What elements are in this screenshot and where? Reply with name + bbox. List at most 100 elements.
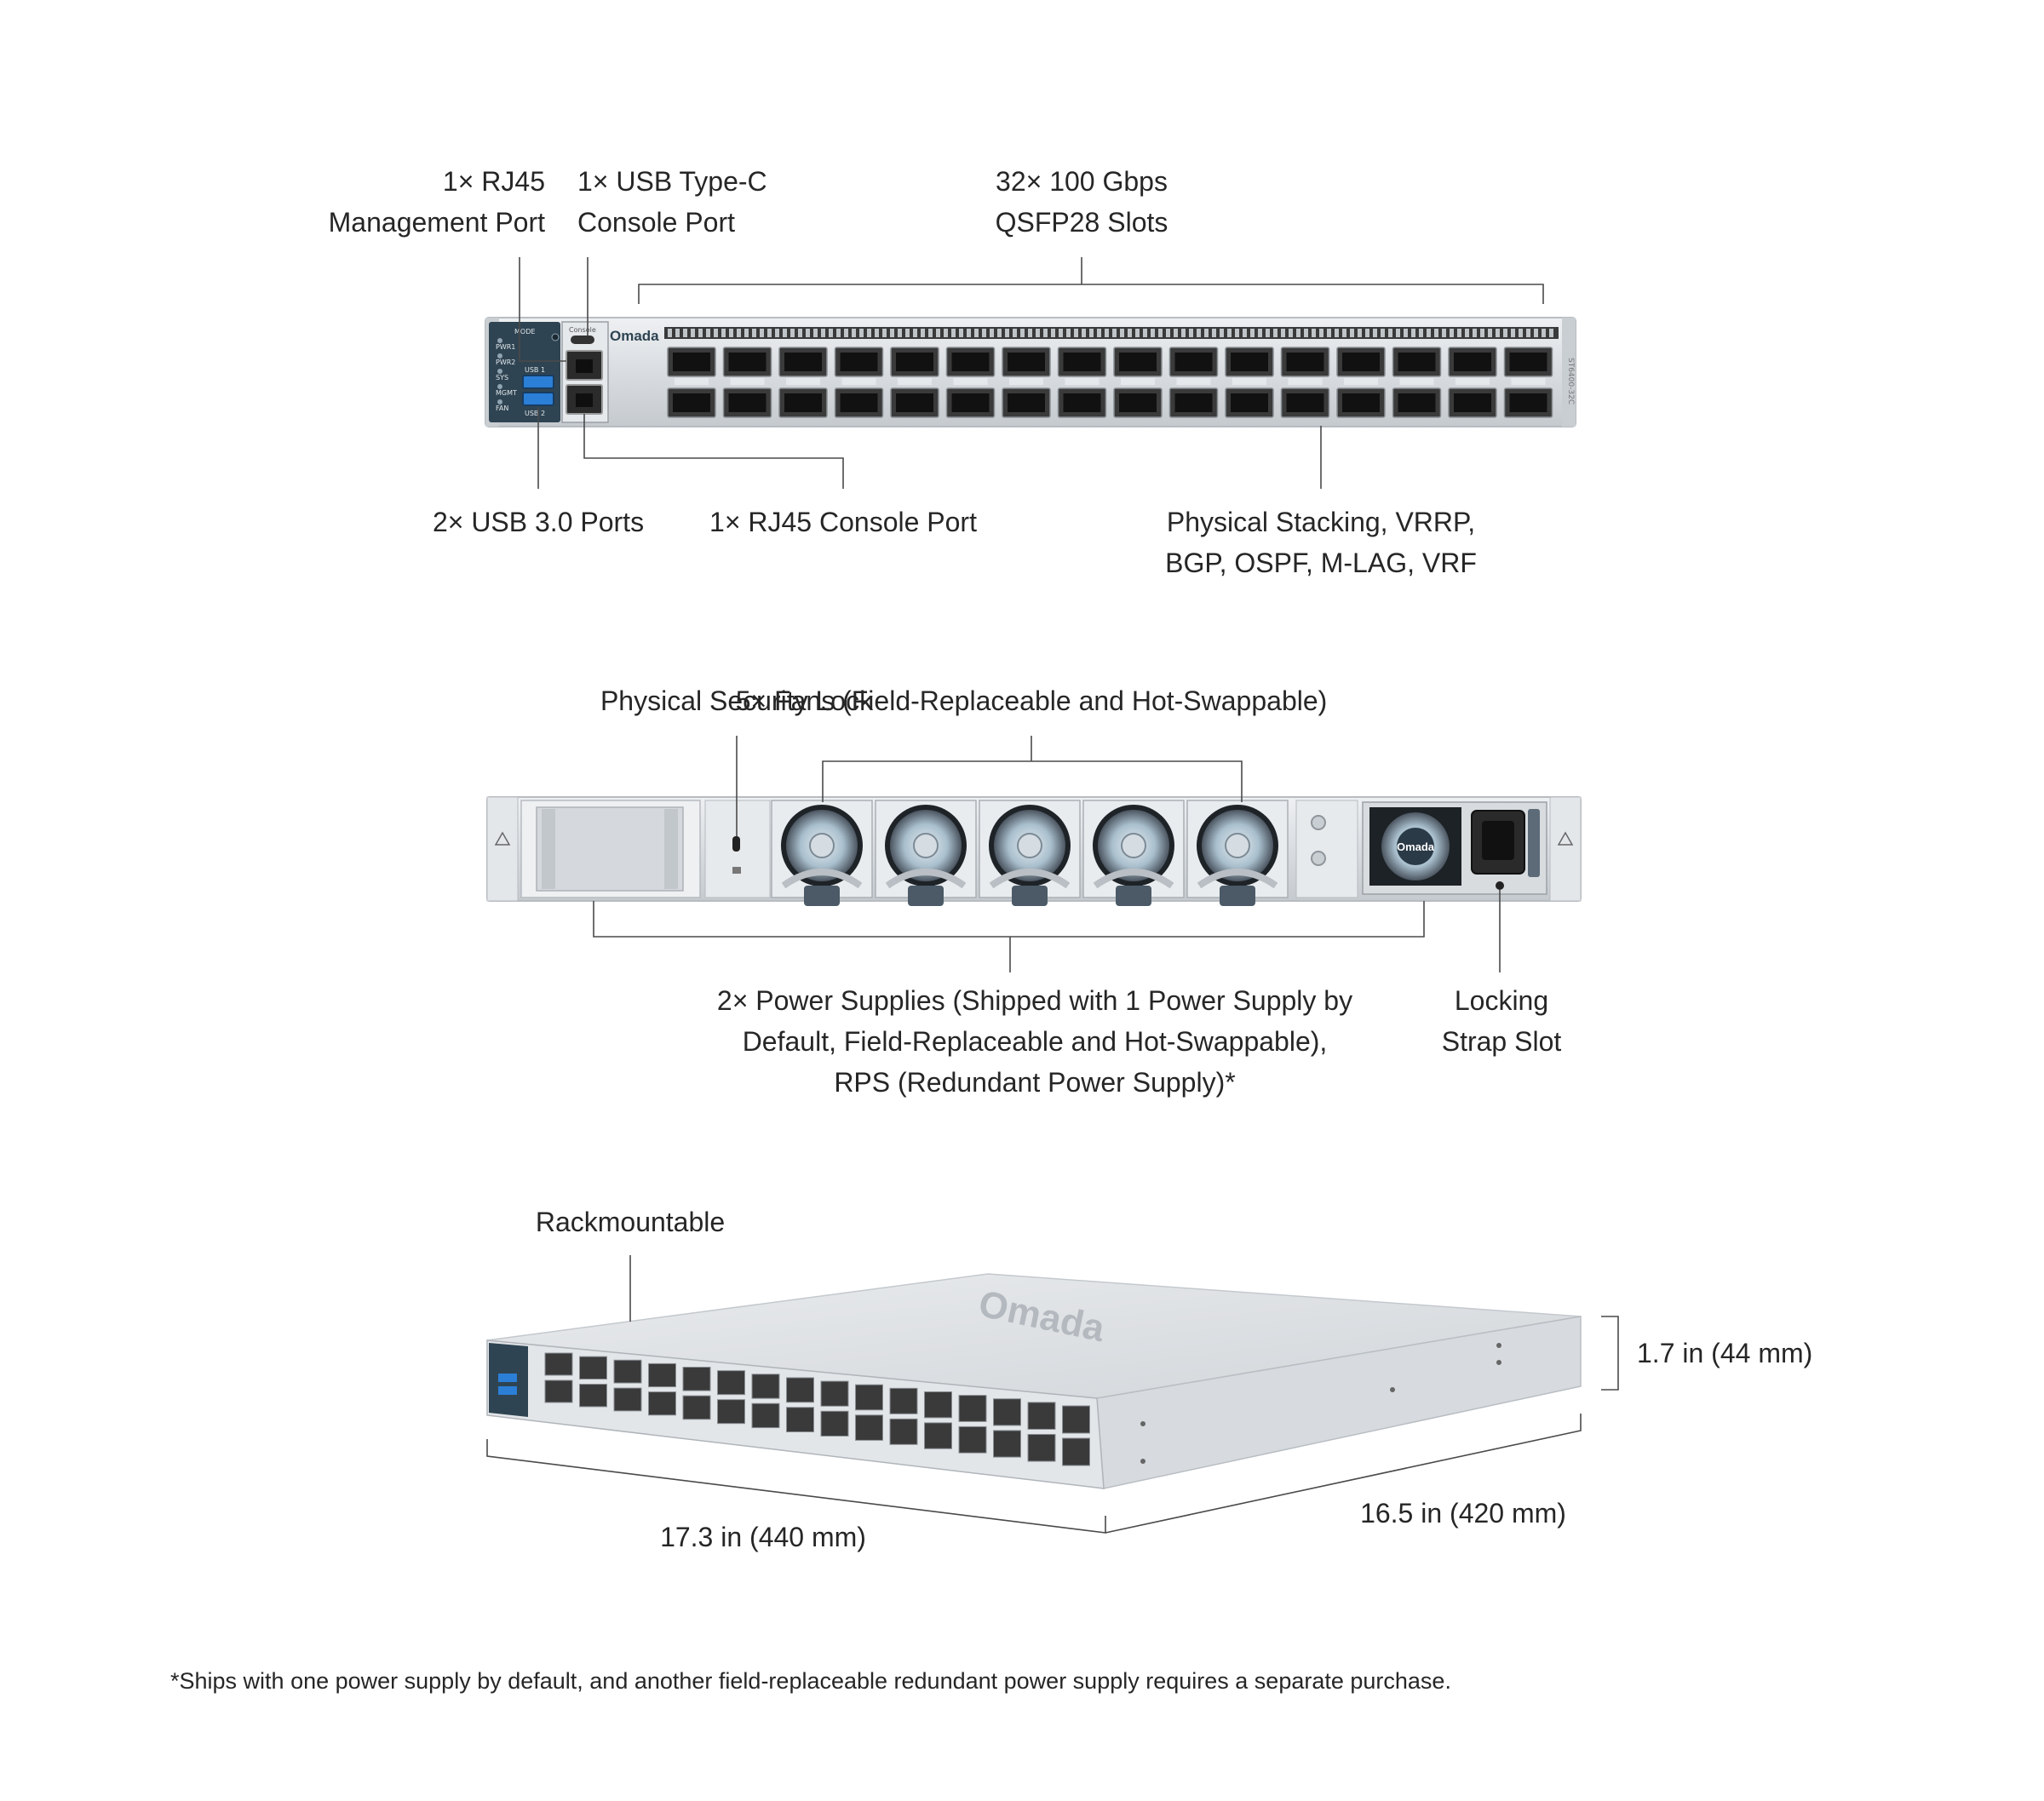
iso-usb-1[interactable] xyxy=(498,1374,517,1382)
iso-qsfp-slot[interactable] xyxy=(682,1367,711,1391)
fan-pull-tab[interactable] xyxy=(804,886,840,906)
iso-qsfp-slot[interactable] xyxy=(1062,1437,1090,1466)
dim-depth xyxy=(1105,1414,1582,1534)
iso-qsfp-slot[interactable] xyxy=(889,1418,918,1445)
vent-slit xyxy=(737,329,741,337)
rear-ear-left xyxy=(486,796,519,902)
iso-qsfp-slot[interactable] xyxy=(717,1370,745,1396)
fan-handle[interactable] xyxy=(1093,869,1174,889)
iso-qsfp-slot[interactable] xyxy=(751,1402,780,1429)
iso-qsfp-slot[interactable] xyxy=(648,1391,676,1416)
iso-qsfp-slot[interactable] xyxy=(958,1425,987,1454)
qsfp28-slot-cage xyxy=(728,353,766,371)
locking-strap-slot[interactable] xyxy=(1496,881,1504,890)
fan-hub xyxy=(1017,833,1042,858)
vent-slit xyxy=(1465,329,1469,337)
vent-slit xyxy=(1335,329,1339,337)
vent-slit xyxy=(790,329,795,337)
usb-port-1[interactable] xyxy=(522,375,554,389)
usbc-console-port[interactable] xyxy=(571,336,594,344)
mode-button[interactable] xyxy=(551,333,560,341)
iso-qsfp-slot[interactable] xyxy=(924,1391,952,1419)
iso-qsfp-slot[interactable] xyxy=(1062,1405,1090,1434)
vent-slit xyxy=(1542,329,1546,337)
label-power-line3: RPS (Redundant Power Supply)* xyxy=(834,1067,1235,1098)
fan-handle[interactable] xyxy=(1197,869,1278,889)
fan-handle[interactable] xyxy=(781,869,863,889)
fan-hub xyxy=(913,833,939,858)
iso-qsfp-slot[interactable] xyxy=(993,1430,1021,1458)
iso-usb-2[interactable] xyxy=(498,1386,517,1395)
fan-handle[interactable] xyxy=(989,869,1071,889)
vent-slit xyxy=(1089,329,1094,337)
iso-qsfp-slot[interactable] xyxy=(924,1422,952,1449)
qsfp28-slot-cage xyxy=(1342,353,1380,371)
vent-slit xyxy=(668,329,672,337)
vent-slit xyxy=(1381,329,1385,337)
iso-qsfp-slot[interactable] xyxy=(786,1407,814,1433)
iso-qsfp-slot[interactable] xyxy=(717,1399,745,1425)
iso-qsfp-slot[interactable] xyxy=(855,1414,883,1441)
qsfp28-slot-cage xyxy=(1454,393,1491,412)
dim-height xyxy=(1601,1316,1619,1391)
iso-qsfp-slot[interactable] xyxy=(889,1387,918,1414)
iso-qsfp-slot[interactable] xyxy=(579,1356,607,1380)
usb-port-2[interactable] xyxy=(522,392,554,406)
vent-slit xyxy=(921,329,925,337)
vent-slit xyxy=(852,329,856,337)
label-fans: 5× Fans (Field-Replaceable and Hot-Swapp… xyxy=(736,685,1328,716)
vent-slit xyxy=(1189,329,1193,337)
security-lock-slot[interactable] xyxy=(732,836,740,852)
vent-slit xyxy=(1181,329,1186,337)
fan-pull-tab[interactable] xyxy=(1220,886,1255,906)
iso-qsfp-slot[interactable] xyxy=(613,1359,642,1384)
iso-qsfp-slot[interactable] xyxy=(820,1380,849,1407)
side-screw-5 xyxy=(1496,1360,1501,1365)
iso-qsfp-slot[interactable] xyxy=(682,1395,711,1420)
iso-qsfp-slot[interactable] xyxy=(648,1362,676,1388)
vent-slit xyxy=(1005,329,1009,337)
iso-qsfp-slot[interactable] xyxy=(579,1384,607,1408)
led-sys xyxy=(497,369,502,374)
iso-qsfp-slot[interactable] xyxy=(820,1410,849,1437)
vent-slit xyxy=(1266,329,1270,337)
iso-qsfp-slot[interactable] xyxy=(544,1352,573,1376)
label-rj45-mgmt-line2: Management Port xyxy=(329,207,545,238)
vent-slit xyxy=(875,329,879,337)
vent-slit xyxy=(1327,329,1331,337)
iso-qsfp-slot[interactable] xyxy=(993,1398,1021,1426)
vent-slit xyxy=(928,329,933,337)
fan-handle[interactable] xyxy=(885,869,967,889)
vent-slit xyxy=(1304,329,1308,337)
qsfp28-slot-cage xyxy=(1119,393,1157,412)
usb-label-1: USB 1 xyxy=(525,366,545,374)
vent-slit xyxy=(1043,329,1048,337)
iso-qsfp-slot[interactable] xyxy=(958,1395,987,1422)
psu-fan-hub xyxy=(1397,828,1434,865)
fan-pull-tab[interactable] xyxy=(1116,886,1151,906)
qsfp28-slot-cage xyxy=(1063,393,1101,412)
port-led-strip xyxy=(1288,378,1323,385)
psu-handle[interactable] xyxy=(1528,809,1540,877)
vent-slit xyxy=(1373,329,1377,337)
fan-pull-tab[interactable] xyxy=(1012,886,1048,906)
led-label-sys: SYS xyxy=(496,374,508,381)
iso-qsfp-slot[interactable] xyxy=(613,1387,642,1412)
qsfp28-slot-cage xyxy=(784,393,822,412)
rear-ear-right xyxy=(1549,796,1582,902)
led-label-mgmt: MGMT xyxy=(496,389,517,397)
qsfp28-slot-cage xyxy=(728,393,766,412)
iso-qsfp-slot[interactable] xyxy=(544,1379,573,1403)
vent-slit xyxy=(775,329,779,337)
qsfp28-slot-cage xyxy=(1398,353,1436,371)
vent-slit xyxy=(1450,329,1454,337)
iso-qsfp-slot[interactable] xyxy=(1027,1402,1056,1430)
iso-qsfp-slot[interactable] xyxy=(786,1377,814,1403)
iso-qsfp-slot[interactable] xyxy=(1027,1433,1056,1462)
dimension-lines xyxy=(486,1255,1619,1534)
fan-pull-tab[interactable] xyxy=(908,886,944,906)
iso-qsfp-slot[interactable] xyxy=(855,1384,883,1411)
vent-slit xyxy=(1480,329,1484,337)
qsfp28-slot-cage xyxy=(1008,393,1045,412)
iso-qsfp-slot[interactable] xyxy=(751,1374,780,1399)
